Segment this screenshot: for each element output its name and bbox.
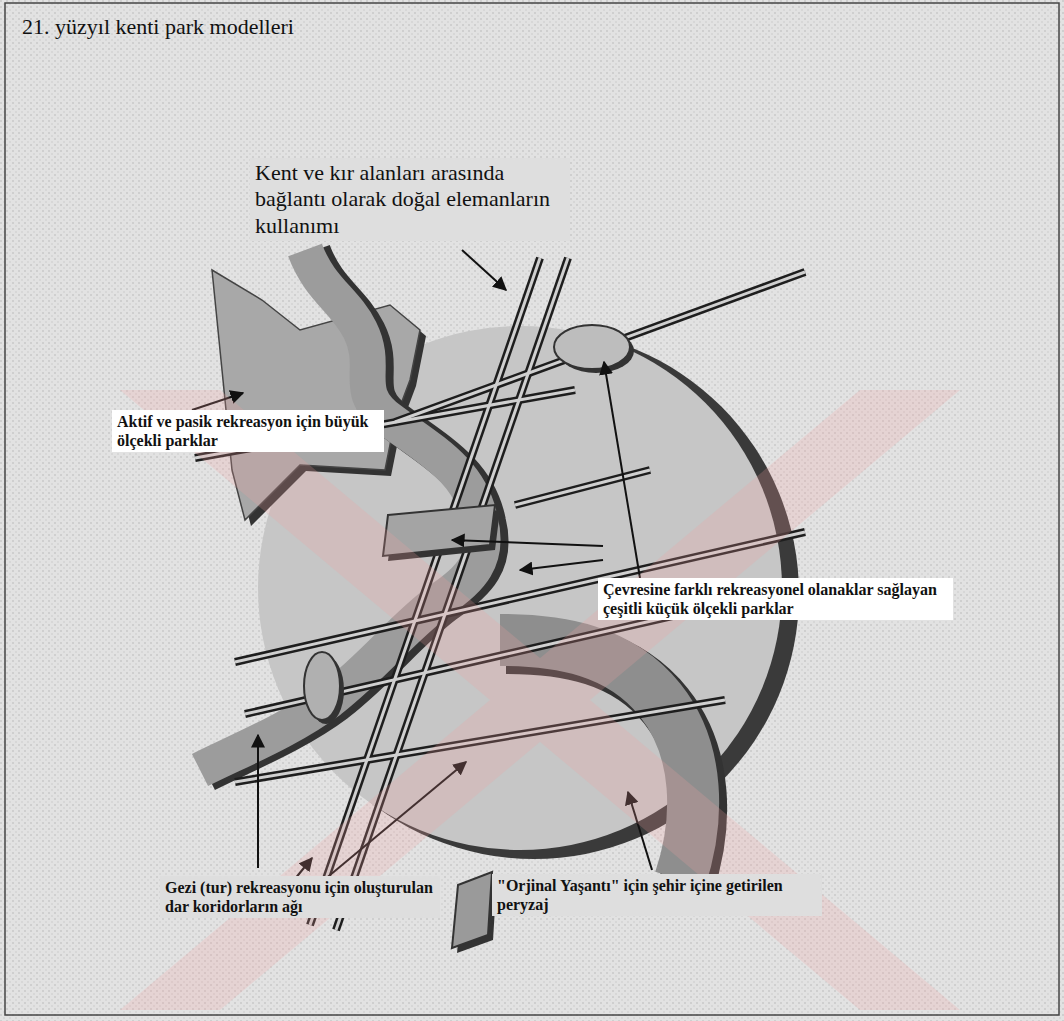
callout-text: Gezi (tur) rekreasyonu için oluşturulan … <box>160 876 440 918</box>
frame <box>5 3 1059 1015</box>
small-park <box>554 325 630 369</box>
callout-text: Aktif ve pasik rekreasyon için büyük ölç… <box>112 410 384 452</box>
callout-text: "Orjinal Yaşantı" için şehir içine getir… <box>492 874 822 916</box>
callout-text: Çevresine farklı rekreasyonel olanaklar … <box>598 578 953 620</box>
watermark <box>120 390 960 1010</box>
callout-text: Kent ve kır alanları arasında bağlantı o… <box>250 158 570 241</box>
diagram-title: 21. yüzyıl kenti park modelleri <box>22 14 294 40</box>
small-park <box>304 652 340 720</box>
small-park <box>452 872 492 948</box>
